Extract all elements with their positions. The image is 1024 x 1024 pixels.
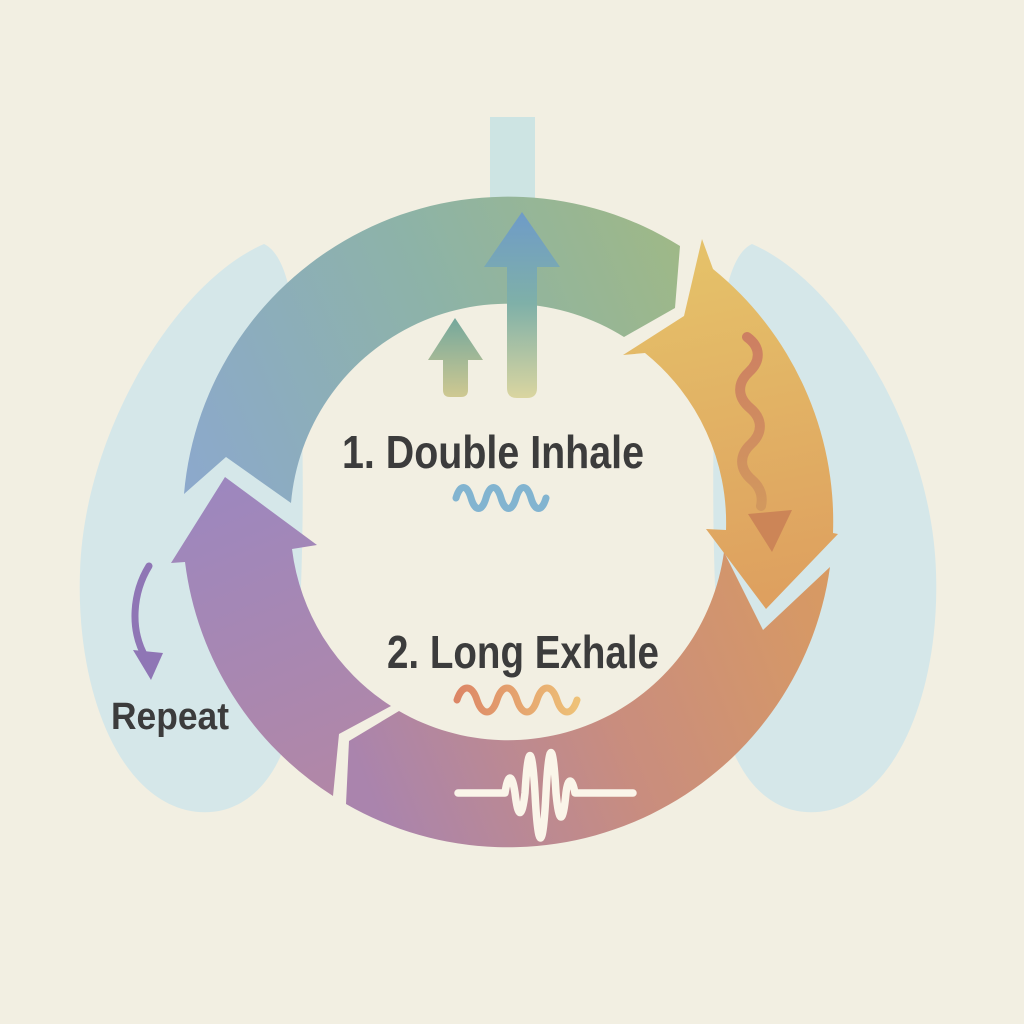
ring-segment-repeat-left-arrow — [171, 477, 391, 796]
descent-squiggle-icon — [735, 332, 767, 511]
descent-arrowhead-icon — [748, 510, 792, 552]
repeat-curved-arrow-icon — [131, 562, 153, 662]
repeat-indicator — [131, 562, 163, 680]
repeat-arrowhead-icon — [133, 650, 163, 680]
breath-waveform-icon — [454, 749, 637, 842]
inhale-arrow-large-icon — [484, 212, 560, 398]
inhale-arrows — [428, 212, 560, 398]
inhale-arrow-small-icon — [428, 318, 483, 397]
ring-segment-exhale-bottom — [346, 552, 830, 848]
step1-label: 1. Double Inhale — [342, 426, 644, 478]
exhale-descent-indicator — [735, 332, 792, 552]
inhale-wave-icon — [452, 484, 550, 512]
labels: 1. Double Inhale 2. Long Exhale Repeat — [111, 426, 659, 738]
repeat-label: Repeat — [111, 696, 229, 738]
step2-label: 2. Long Exhale — [387, 626, 659, 678]
exhale-wave-icon — [453, 684, 581, 716]
ring-segment-inhale-top — [184, 196, 680, 503]
